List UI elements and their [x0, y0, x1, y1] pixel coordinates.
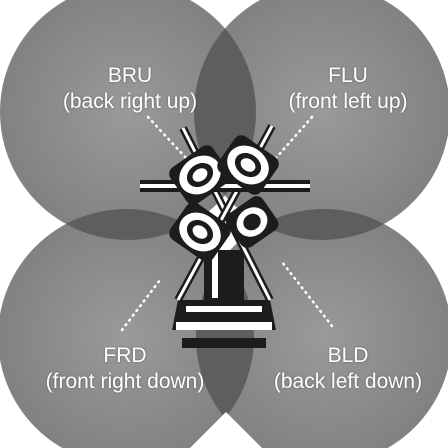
label-flu-description: (front left up) — [288, 90, 408, 113]
lobe-bld — [196, 209, 448, 448]
label-bld-description: (back left down) — [273, 370, 423, 393]
label-flu: FLU (front left up) — [248, 63, 448, 115]
label-flu-code: FLU — [328, 64, 368, 87]
label-frd: FRD (front right down) — [0, 343, 250, 395]
label-bru-code: BRU — [107, 64, 153, 87]
leader-lines — [120, 115, 334, 332]
label-frd-description: (front right down) — [45, 370, 205, 393]
notch-bottom — [190, 412, 262, 448]
label-bld-code: BLD — [327, 344, 369, 367]
label-bru-description: (back right up) — [62, 90, 198, 113]
quad-lens-camera-rig-icon — [140, 124, 310, 348]
label-bru: BRU (back right up) — [30, 63, 230, 115]
label-frd-code: FRD — [103, 344, 147, 367]
label-bld: BLD (back left down) — [248, 343, 448, 395]
notch-right — [410, 150, 448, 290]
